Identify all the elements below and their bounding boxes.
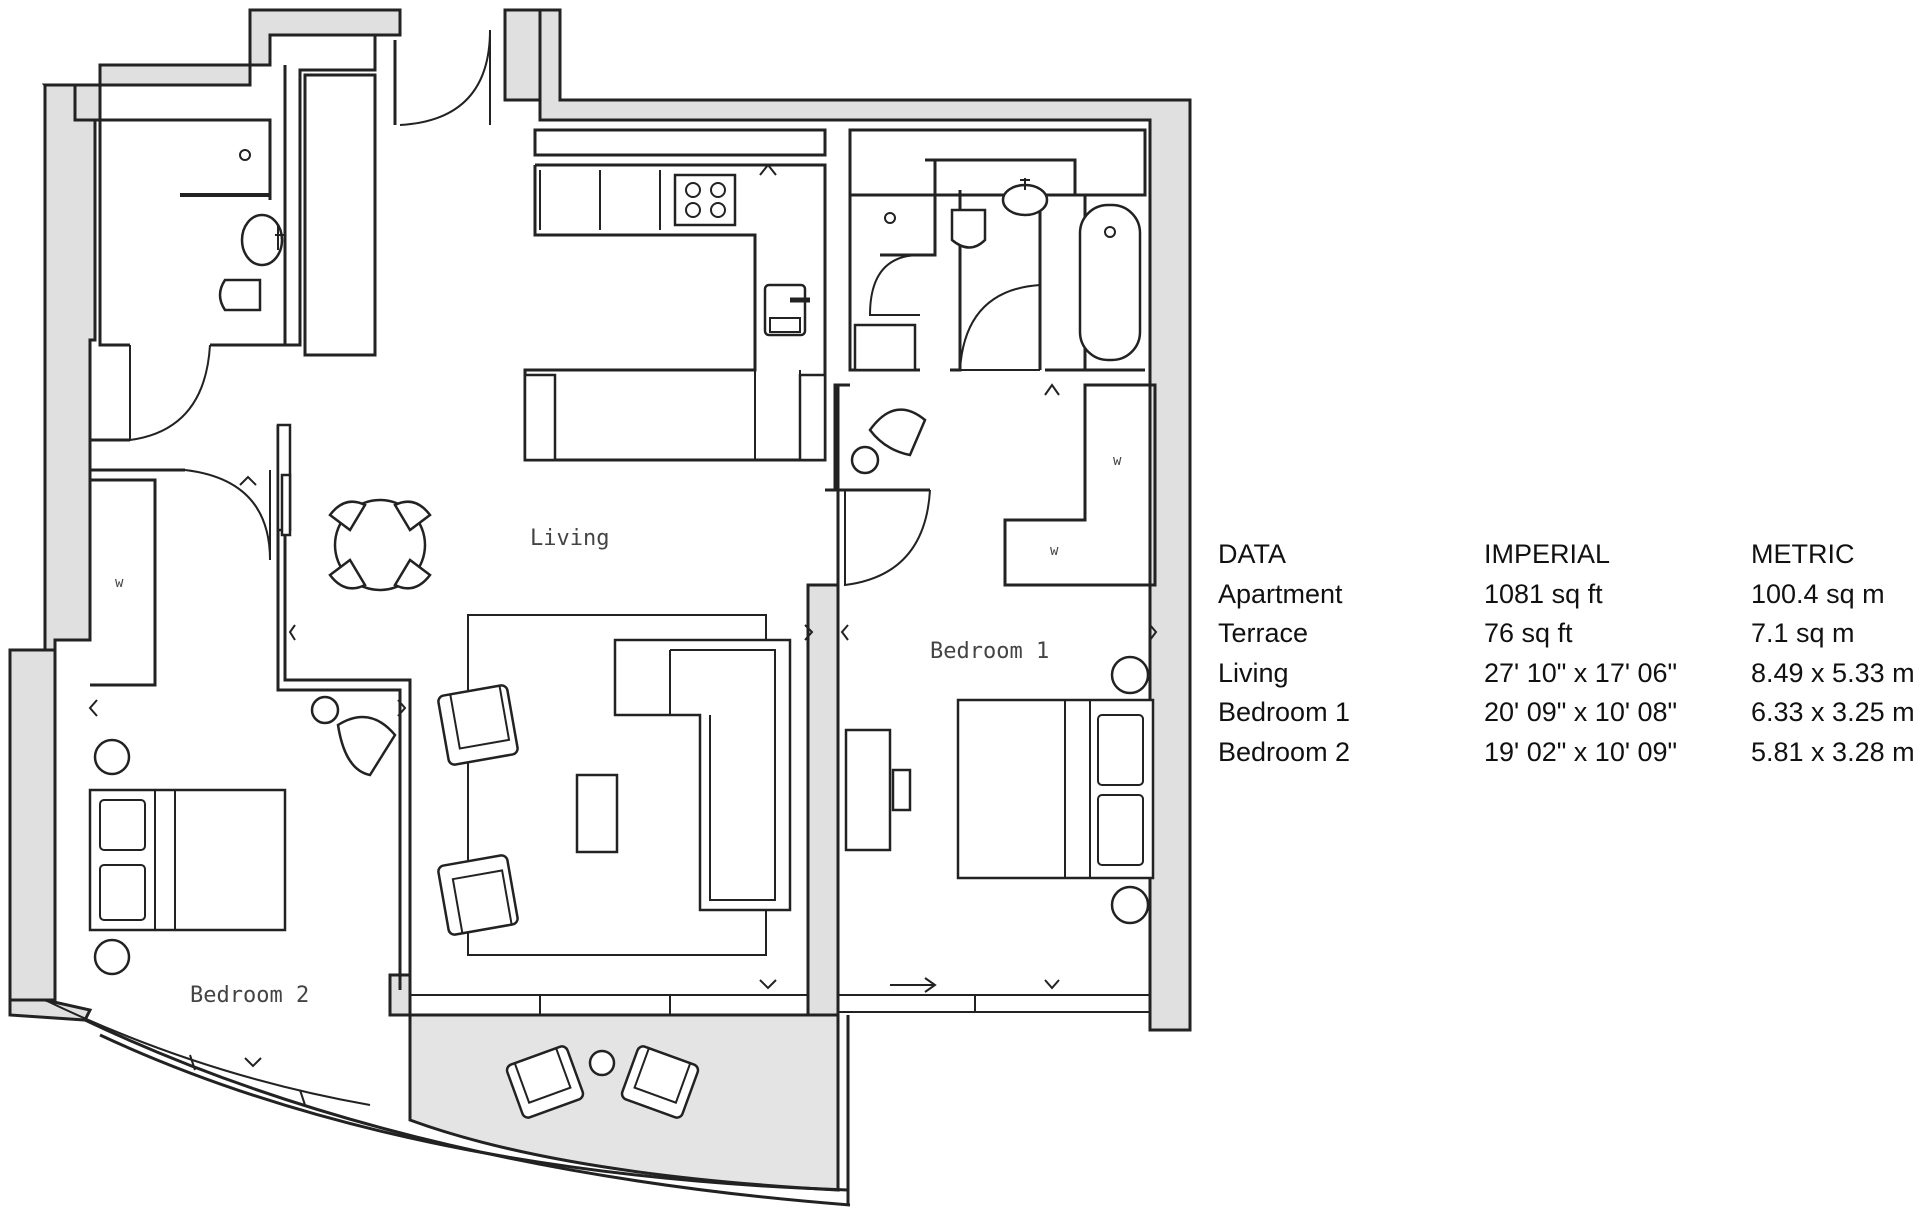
wardrobe-mark: w [1113,453,1122,469]
terrace [84,1013,851,1207]
table-cell: Bedroom 1 [1218,697,1351,728]
shower-room-fixtures [180,149,285,312]
table-row: Bedroom 1 20' 09" x 10' 08" 6.33 x 3.25 … [1218,693,1926,733]
room-label-bedroom1: Bedroom 1 [930,639,1049,664]
bedroom1-furniture [844,408,1155,993]
sliding-door [276,423,292,537]
table-header-imperial: IMPERIAL [1484,539,1611,570]
door-swings [129,29,1041,587]
table-cell: 5.81 x 3.28 m [1751,736,1915,767]
bathroom-fixtures [853,178,1142,396]
table-cell: 7.1 sq m [1751,618,1855,649]
table-cell: 19' 02" x 10' 09" [1484,736,1678,767]
table-cell: 8.49 x 5.33 m [1751,657,1915,688]
interior-walls [88,35,1157,990]
table-cell: 100.4 sq m [1751,578,1885,609]
table-cell: Terrace [1218,618,1309,649]
opening-markers [88,475,1158,1068]
table-header-metric: METRIC [1751,539,1855,570]
room-labels: Living Bedroom 1 Bedroom 2 w w w [115,453,1122,1008]
table-header-data: DATA [1218,539,1287,570]
table-cell: Apartment [1218,578,1343,609]
table-header-row: DATA IMPERIAL METRIC [1218,535,1926,575]
room-label-living: Living [530,526,609,551]
living-furniture [328,498,792,956]
table-cell: 1081 sq ft [1484,578,1603,609]
kitchen-fixtures [523,163,827,462]
table-row: Apartment 1081 sq ft 100.4 sq m [1218,575,1926,615]
room-label-bedroom2: Bedroom 2 [190,983,309,1008]
table-cell: 20' 09" x 10' 08" [1484,697,1678,728]
table-cell: 76 sq ft [1484,618,1573,649]
bedroom2-furniture [88,695,397,976]
table-row: Terrace 76 sq ft 7.1 sq m [1218,614,1926,654]
south-windows [44,994,1150,1106]
table-cell: 6.33 x 3.25 m [1751,697,1915,728]
table-row: Bedroom 2 19' 02" x 10' 09" 5.81 x 3.28 … [1218,733,1926,773]
table-cell: Bedroom 2 [1218,736,1351,767]
table-cell: Living [1218,657,1289,688]
wardrobe-mark: w [115,575,124,591]
wardrobe-mark: w [1050,543,1059,559]
area-data-table: DATA IMPERIAL METRIC Apartment 1081 sq f… [1218,535,1926,772]
table-row: Living 27' 10" x 17' 06" 8.49 x 5.33 m [1218,654,1926,694]
table-cell: 27' 10" x 17' 06" [1484,657,1678,688]
